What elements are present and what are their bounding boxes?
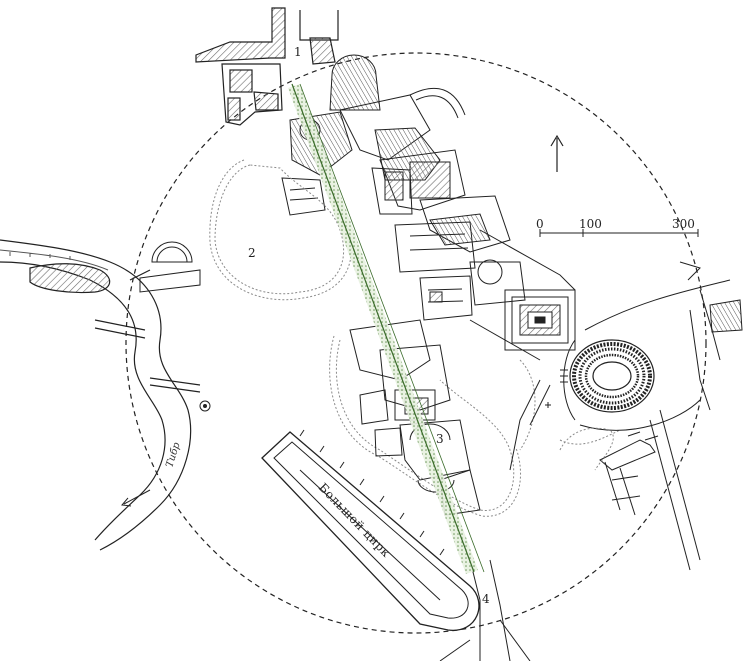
palace-complex [329, 54, 576, 361]
theatre-marcellus [139, 241, 201, 293]
site-label-1: 1 [294, 45, 302, 59]
site-label-2: 2 [248, 246, 256, 260]
east-hill-hatching [559, 427, 614, 471]
tiber-river [0, 239, 201, 551]
top-block-buildings [195, 7, 339, 126]
compass-seal-icon [199, 400, 211, 412]
scale-bar: 0 100 300 [536, 217, 699, 237]
river-flow-arrow-icon [121, 489, 151, 507]
scale-tick-300: 300 [672, 217, 695, 231]
river-label: Тибр [164, 441, 183, 469]
colosseum [569, 339, 655, 413]
north-arrow-icon [550, 134, 564, 172]
boundary-circle [125, 52, 707, 634]
axis-line [288, 83, 485, 574]
site-label-3: 3 [436, 432, 444, 446]
circus-maximus [261, 429, 480, 631]
site-label-4: 4 [482, 592, 490, 606]
scale-tick-0: 0 [536, 217, 544, 231]
east-streets [439, 261, 743, 661]
river-bank-hatch [0, 249, 109, 271]
scale-tick-100: 100 [579, 217, 602, 231]
